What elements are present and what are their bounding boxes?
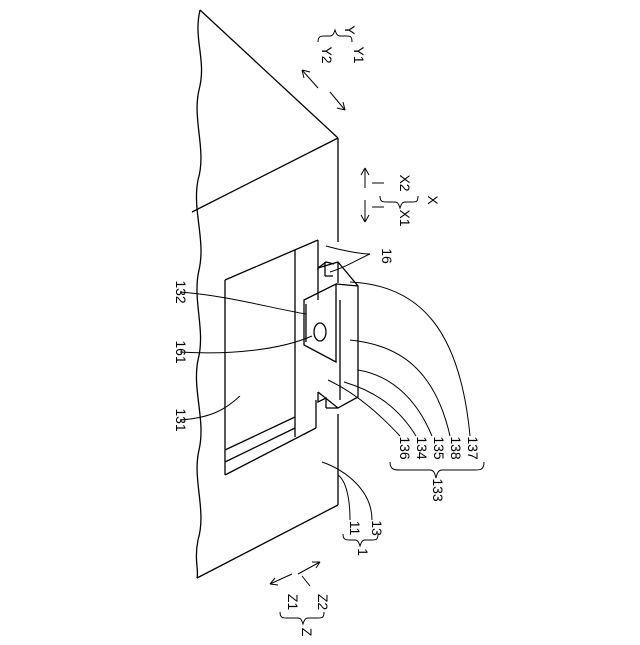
- terminal-block-133: [304, 262, 358, 408]
- label-136: 136: [397, 436, 413, 460]
- label-y2: Y2: [319, 46, 335, 63]
- label-134: 134: [414, 436, 430, 460]
- label-132: 132: [173, 280, 189, 304]
- recess-131: [225, 240, 318, 475]
- label-131: 131: [173, 408, 189, 432]
- label-z1: Z1: [285, 594, 301, 611]
- hole-161: [314, 323, 326, 341]
- label-133: 133: [430, 478, 446, 502]
- face-boundary: [192, 138, 338, 212]
- label-13: 13: [369, 520, 385, 536]
- label-x2: X2: [397, 174, 413, 191]
- arrow-z2: [298, 562, 320, 574]
- leader-lines: [180, 246, 470, 520]
- label-z2: Z2: [315, 594, 331, 611]
- label-y: Y: [342, 25, 358, 35]
- label-137: 137: [465, 436, 481, 460]
- label-y1: Y1: [351, 46, 367, 63]
- arrow-y2: [302, 70, 318, 88]
- label-138: 138: [448, 436, 464, 460]
- arrow-y1: [330, 92, 345, 110]
- label-161: 161: [173, 340, 189, 364]
- arrow-z1: [270, 574, 292, 584]
- label-11: 11: [347, 521, 363, 536]
- direction-arrows: [270, 70, 384, 586]
- label-1: 1: [355, 548, 371, 556]
- labels: Y Y2 Y1 X2 X1 X 16 132 161 131 136 134 1…: [173, 25, 481, 636]
- top-edge: [200, 10, 338, 138]
- label-x1: X1: [397, 209, 413, 226]
- label-z: Z: [299, 628, 315, 637]
- label-x: X: [425, 195, 441, 205]
- label-135: 135: [431, 436, 447, 460]
- label-16: 16: [379, 248, 395, 264]
